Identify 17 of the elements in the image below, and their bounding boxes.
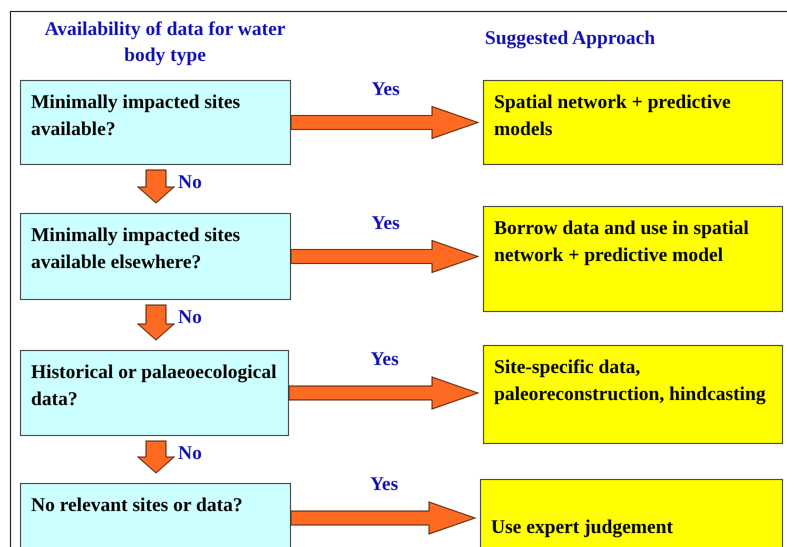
- approach-box: Spatial network + predictive models: [483, 80, 783, 165]
- question-box: Historical or palaeoecological data?: [20, 350, 289, 436]
- question-box: Minimally impacted sites available?: [20, 80, 291, 165]
- approach-box: Borrow data and use in spatial network + predictive model: [483, 206, 783, 312]
- question-box: No relevant sites or data?: [20, 483, 291, 547]
- column-heading: Availability of data for water body type: [44, 18, 286, 68]
- block-arrow: [288, 376, 480, 410]
- block-arrow: [290, 501, 477, 535]
- approach-box: Use expert judgement: [480, 479, 783, 547]
- block-arrow: [136, 440, 176, 474]
- block-arrow: [136, 170, 176, 204]
- block-arrow: [290, 106, 480, 140]
- column-heading: Suggested Approach: [484, 27, 656, 51]
- block-arrow: [136, 304, 176, 341]
- block-arrow: [290, 240, 480, 274]
- question-box: Minimally impacted sites available elsewhere?: [20, 213, 291, 300]
- approach-box: Site-specific data, paleoreconstruction, hindcasting: [483, 345, 783, 444]
